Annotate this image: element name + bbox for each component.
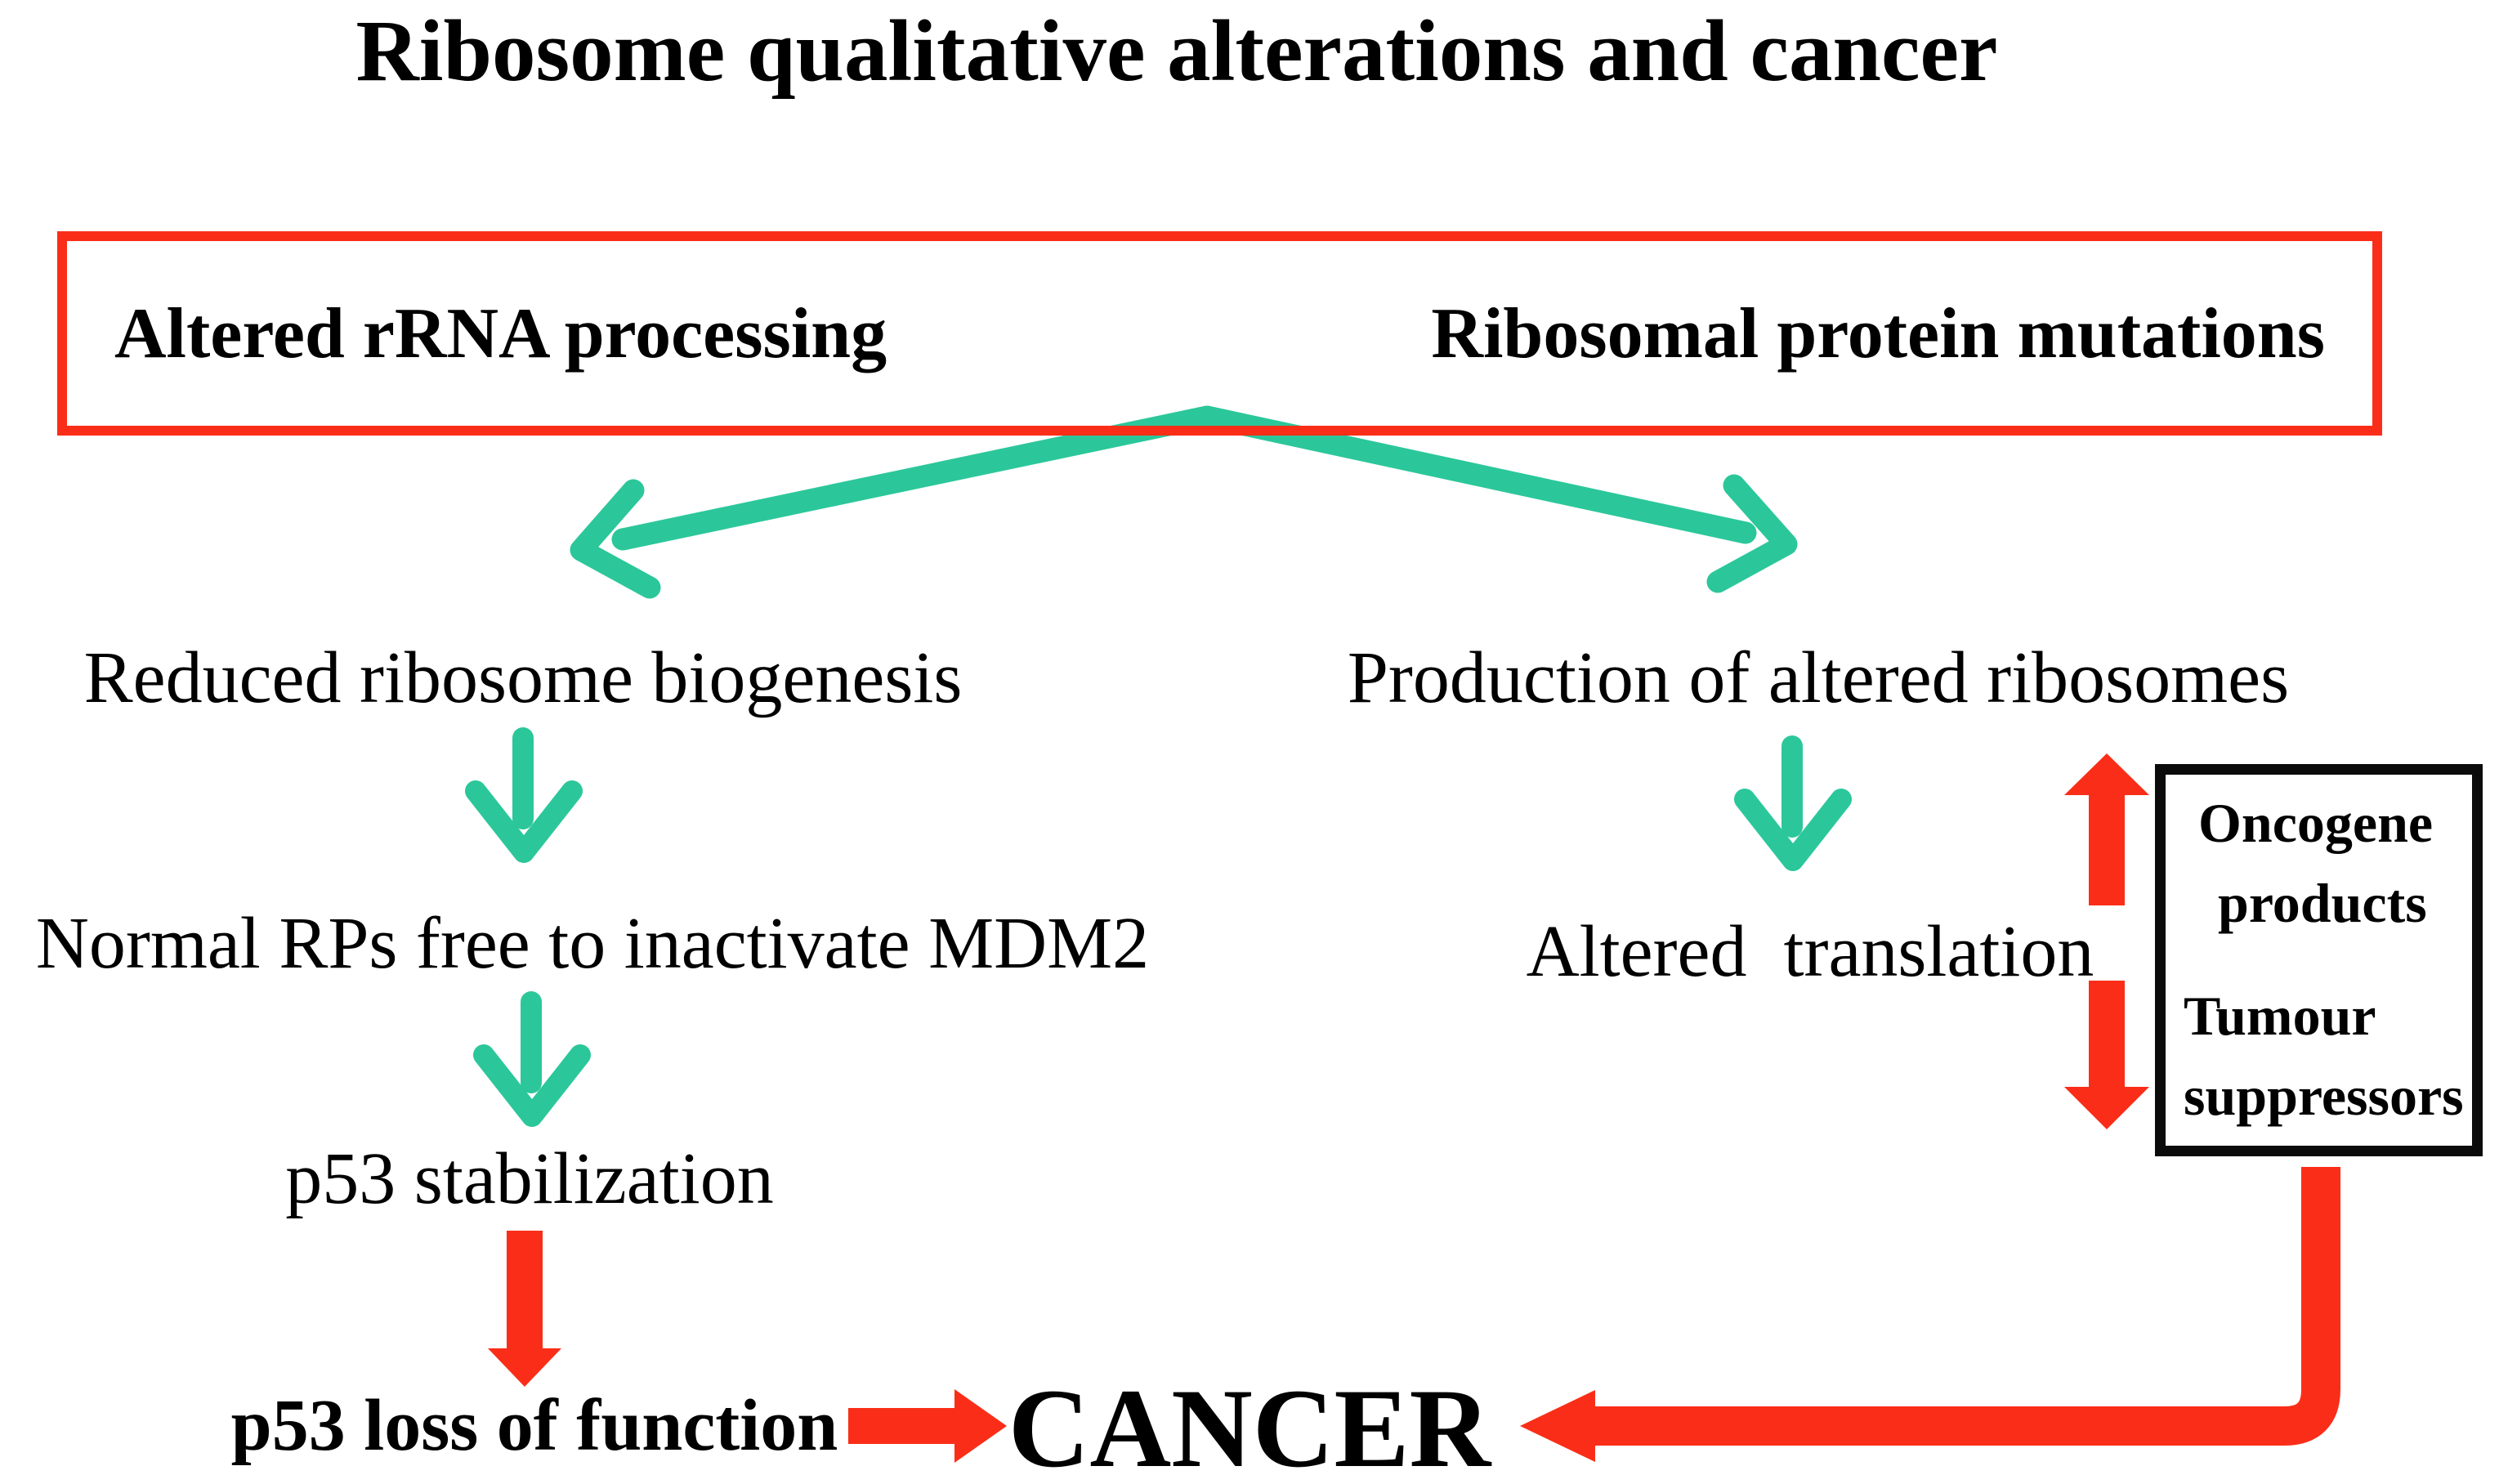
red-arrows [488, 753, 2340, 1463]
red-up-arrow-shaft [2089, 793, 2125, 905]
red-down-arrow-shaft [507, 1231, 543, 1350]
oncogene-tumour-box: Oncogene products Tumour suppressors [2155, 764, 2483, 1156]
node-altered-translation: Altered translation [1526, 911, 2094, 992]
cause-altered-rrna-processing: Altered rRNA processing [114, 293, 887, 373]
node-reduced-ribosome-biogenesis: Reduced ribosome biogenesis [83, 637, 963, 718]
down-arrow-right-head-icon [1734, 789, 1852, 871]
cause-ribosomal-protein-mutations: Ribosomal protein mutations [1431, 293, 2325, 373]
side-box-spacer [2184, 943, 2472, 976]
node-production-altered-ribosomes: Production of altered ribosomes [1347, 637, 2290, 718]
green-branch-arrows [570, 405, 1798, 599]
causes-box: Altered rRNA processing Ribosomal protei… [57, 231, 2382, 436]
node-p53-stabilization: p53 stabilization [285, 1138, 774, 1219]
green-down-arrows [465, 727, 1852, 1127]
red-elbow-arrow-shaft [1594, 1167, 2340, 1446]
branch-arrow-right-head-icon [1706, 474, 1798, 593]
node-cancer: CANCER [1008, 1366, 1491, 1484]
side-box-line-tumour: Tumour [2184, 985, 2376, 1047]
branch-arrow-right-shaft [1196, 405, 1757, 544]
red-down-arrow2-shaft [2089, 981, 2125, 1088]
side-box-line-suppressors: suppressors [2184, 1065, 2464, 1127]
side-box-line-products: products [2218, 872, 2427, 934]
down-arrow-left2-head-icon [473, 1044, 591, 1127]
node-p53-loss-of-function: p53 loss of function [230, 1385, 838, 1466]
figure-title: Ribosome qualitative alterations and can… [355, 3, 1998, 100]
side-box-line-oncogene: Oncogene [2198, 792, 2434, 854]
red-down-arrow2-head-icon [2064, 1087, 2149, 1129]
down-arrow-left1-head-icon [465, 780, 583, 863]
node-normal-rps-inactivate-mdm2: Normal RPs free to inactivate MDM2 [35, 903, 1150, 984]
red-right-arrow-shaft [848, 1408, 956, 1444]
red-down-arrow-head-icon [488, 1348, 561, 1387]
branch-arrow-left-shaft [611, 405, 1218, 551]
red-elbow-arrow-head-icon [1520, 1390, 1595, 1462]
branch-arrow-left-head-icon [570, 479, 661, 599]
red-right-arrow-head-icon [954, 1389, 1007, 1463]
red-up-arrow-head-icon [2064, 753, 2149, 795]
